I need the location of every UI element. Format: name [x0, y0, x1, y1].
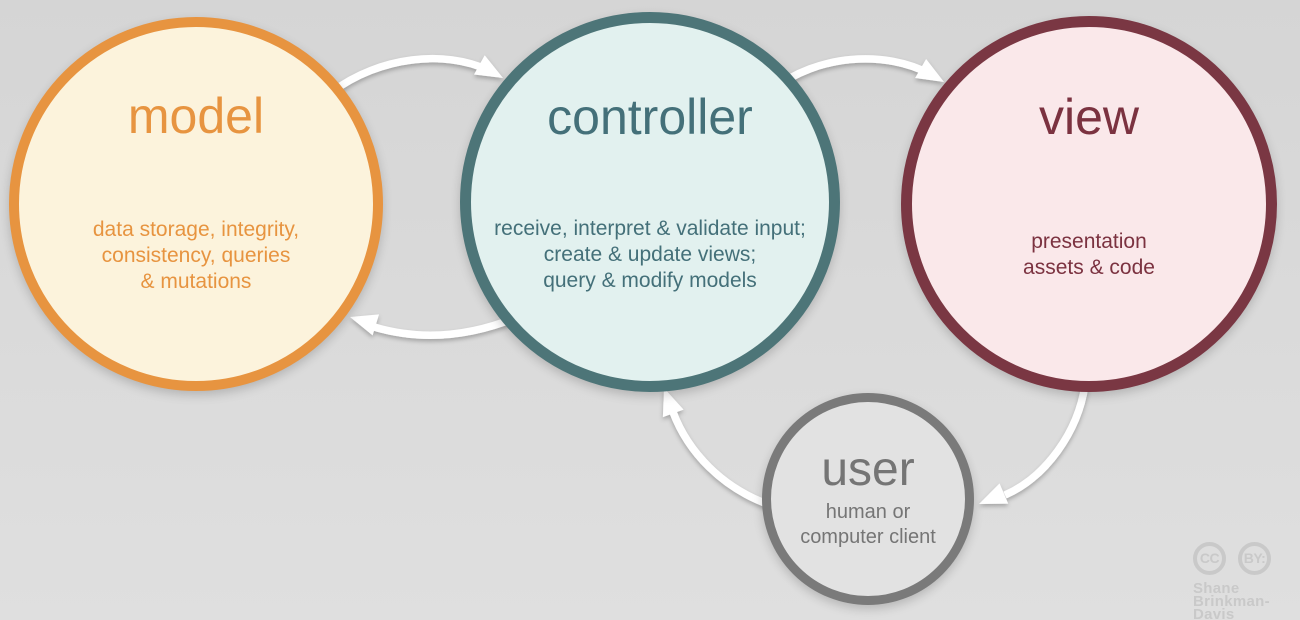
arrowhead-view-to-user-icon	[979, 483, 1009, 504]
controller-description-line: receive, interpret & validate input;	[494, 217, 806, 240]
user-description: human or computer client	[771, 500, 965, 550]
cc-by-icon: BY:	[1238, 542, 1271, 575]
cc-license-badge: CC BY: Shane Brinkman-Davis	[1193, 542, 1300, 620]
controller-title: controller	[547, 89, 753, 145]
node-view: view presentation assets & code	[901, 16, 1277, 392]
arrow-view-to-user	[1003, 384, 1089, 499]
cc-license-icons: CC BY:	[1193, 542, 1300, 575]
node-controller: controller receive, interpret & validate…	[460, 12, 840, 392]
view-description-line: assets & code	[1023, 256, 1155, 279]
controller-description-line: create & update views;	[543, 243, 757, 266]
controller-description: receive, interpret & validate input; cre…	[471, 216, 829, 294]
author-name-line2: Brinkman-Davis	[1193, 593, 1270, 620]
model-description: data storage, integrity, consistency, qu…	[19, 217, 373, 295]
model-description-line: & mutations	[140, 270, 252, 293]
arrow-user-to-controller	[669, 410, 772, 509]
arrowhead-controller-to-model-icon	[350, 314, 380, 336]
author-name: Shane Brinkman-Davis	[1193, 580, 1300, 620]
author-name-line1: Shane	[1193, 580, 1240, 597]
cc-by-icon-label: BY:	[1243, 550, 1266, 566]
model-description-line: consistency, queries	[101, 244, 291, 267]
view-description: presentation assets & code	[912, 229, 1266, 281]
model-title: model	[127, 88, 265, 144]
node-user: user human or computer client	[762, 393, 974, 605]
arrow-model-to-controller	[329, 54, 490, 96]
user-title: user	[821, 443, 915, 496]
cc-icon: CC	[1193, 542, 1226, 575]
node-model: model data storage, integrity, consisten…	[9, 17, 383, 391]
user-description-line: computer client	[800, 526, 936, 548]
arrow-controller-to-model	[372, 314, 517, 339]
controller-description-line: query & modify models	[543, 269, 757, 292]
view-title: view	[1038, 89, 1140, 145]
cc-icon-label: CC	[1199, 550, 1220, 566]
user-description-line: human or	[825, 501, 911, 523]
view-description-line: presentation	[1031, 230, 1147, 253]
model-description-line: data storage, integrity,	[92, 218, 300, 241]
